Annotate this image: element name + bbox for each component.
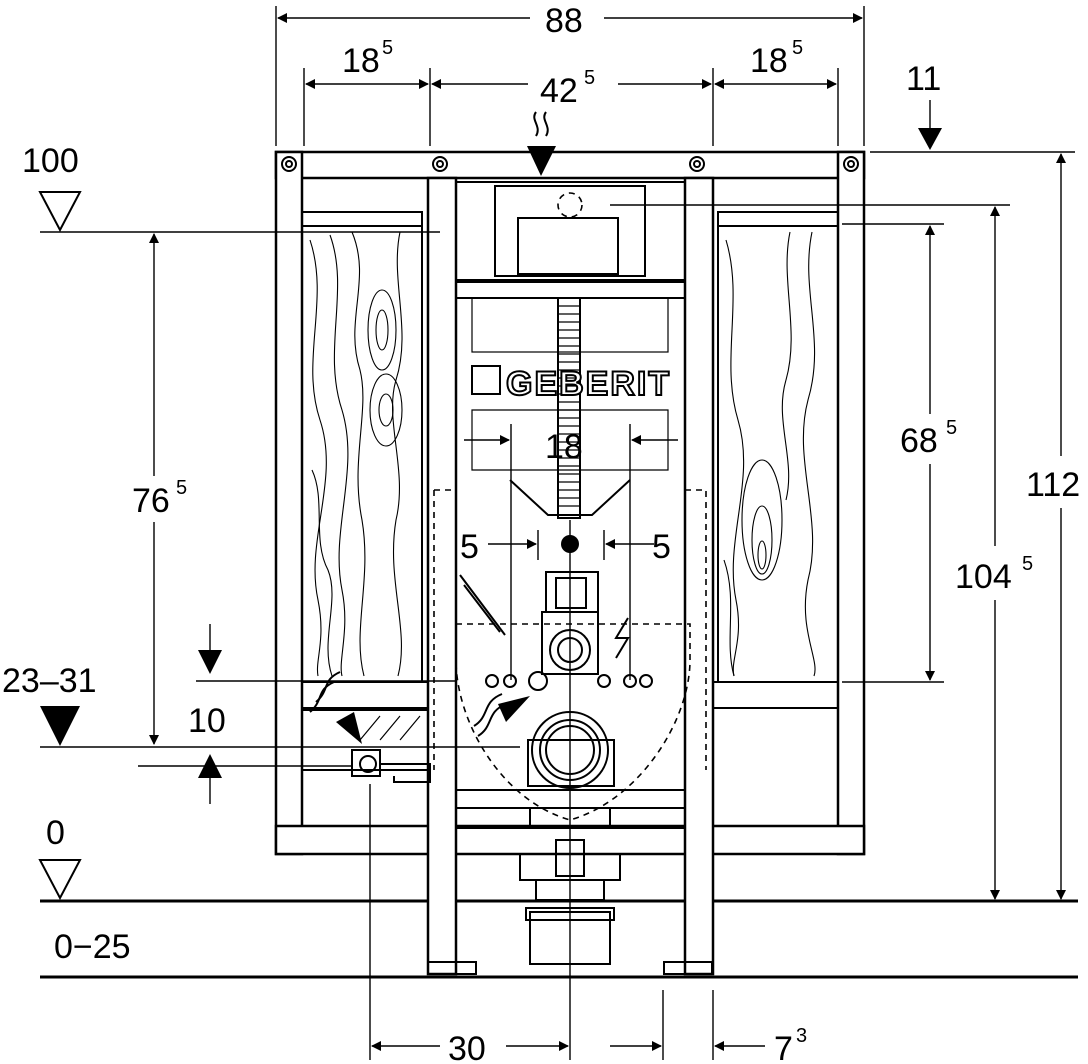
- right-wood-panel: [717, 211, 839, 683]
- level-100-marker: [38, 191, 82, 233]
- dim-center-sup: 5: [584, 67, 595, 89]
- dim-left-side-label: 18: [342, 42, 380, 80]
- dim-112-label: 112: [1026, 466, 1080, 504]
- dim-11-label: 11: [906, 60, 941, 98]
- dim-76-5: 76 5: [132, 233, 187, 745]
- inner-right-post: [683, 176, 715, 976]
- dim-right-heights: 68 5 104 5 112: [610, 153, 1080, 900]
- cistern: GEBERIT: [433, 181, 707, 770]
- connection-area: [301, 535, 691, 821]
- dim-5-5: 5 5: [460, 528, 671, 566]
- dim-68-label: 68: [900, 422, 938, 460]
- electric-icon: [614, 617, 630, 659]
- dim-88-label: 88: [545, 2, 583, 40]
- dim-104-label: 104: [955, 558, 1012, 596]
- dim-overall-width: 88: [275, 2, 865, 146]
- level-0-label: 0: [46, 814, 65, 852]
- level-100: 100: [22, 142, 440, 233]
- right-post: [836, 150, 866, 856]
- frame-bolts: [281, 156, 859, 172]
- dim-center-label: 42: [540, 72, 578, 110]
- level-drain-label: 23–31: [2, 662, 97, 700]
- level-drain-marker: [40, 706, 80, 746]
- brand-logo-text: GEBERIT: [506, 365, 671, 403]
- dim-7-label: 7: [774, 1030, 793, 1064]
- dim-5-left-label: 5: [460, 528, 479, 566]
- water-inlet-icon: [533, 111, 549, 137]
- dim-10-label: 10: [188, 702, 226, 740]
- dim-68-sup: 5: [946, 417, 957, 439]
- level-100-label: 100: [22, 142, 79, 180]
- level-0-25-label: 0−25: [54, 928, 131, 966]
- dim-5-right-label: 5: [652, 528, 671, 566]
- dim-left-side-sup: 5: [382, 37, 393, 59]
- brand-logo-mark: [471, 365, 501, 395]
- inner-left-post: [426, 176, 458, 976]
- level-0-marker: [38, 859, 82, 901]
- level-drain: 23–31 10: [2, 624, 520, 804]
- left-wood-panel: [301, 211, 423, 683]
- dim-subdivisions: 18 5 42 5 18 5: [303, 37, 839, 176]
- dim-30-label: 30: [448, 1030, 486, 1064]
- dim-104-sup: 5: [1022, 553, 1033, 575]
- dim-76-sup: 5: [176, 477, 187, 499]
- dim-7-sup: 3: [796, 1025, 807, 1047]
- dim-76-label: 76: [132, 482, 170, 520]
- dim-right-side-sup: 5: [792, 37, 803, 59]
- inner-frame: [301, 176, 839, 976]
- level-floor: 0 0−25: [38, 814, 131, 966]
- left-post: [274, 150, 304, 856]
- dim-18: 18: [464, 424, 678, 680]
- dim-bottom: 30 7 3: [369, 784, 807, 1064]
- dim-18-label: 18: [545, 428, 583, 466]
- dim-top-offset: 11: [870, 60, 1075, 153]
- top-rail: [274, 150, 866, 180]
- dim-right-side-label: 18: [750, 42, 788, 80]
